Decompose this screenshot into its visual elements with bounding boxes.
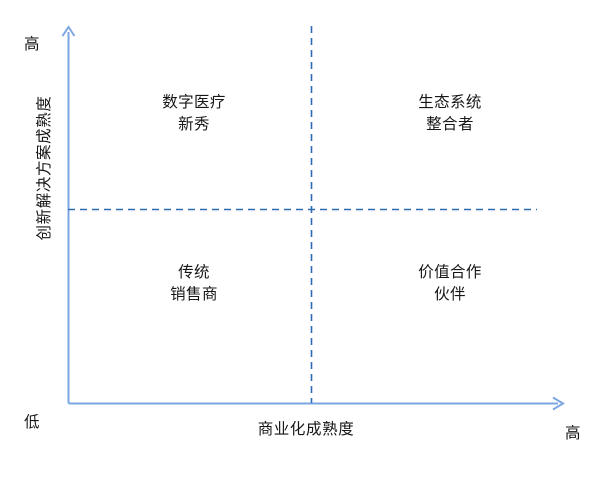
quadrant-label-line-2: 销售商 [170,286,218,303]
quadrant-label-bottom-right: 价值合作 伙伴 [360,262,540,306]
y-axis-low-marker: 低 [24,414,40,431]
quadrant-label-line-1: 数字医疗 [162,94,226,111]
quadrant-label-line-2: 整合者 [426,116,474,133]
quadrant-label-top-right: 生态系统 整合者 [360,92,540,136]
x-axis-high-marker: 高 [565,425,581,442]
y-axis-high-marker: 高 [24,36,40,53]
quadrant-label-line-1: 生态系统 [418,94,482,111]
x-axis-arrowhead [552,396,565,411]
y-axis-arrowhead [61,25,76,37]
quadrant-label-bottom-left: 传统 销售商 [104,262,284,306]
quadrant-label-line-1: 传统 [178,264,210,281]
quadrant-label-line-2: 新秀 [178,116,210,133]
x-axis-title: 商业化成熟度 [257,421,355,438]
quadrant-label-line-2: 伙伴 [434,286,466,303]
quadrant-label-line-1: 价值合作 [418,264,482,281]
y-axis-title: 创新解决方案成熟度 [36,95,53,241]
quadrant-label-top-left: 数字医疗 新秀 [104,92,284,136]
